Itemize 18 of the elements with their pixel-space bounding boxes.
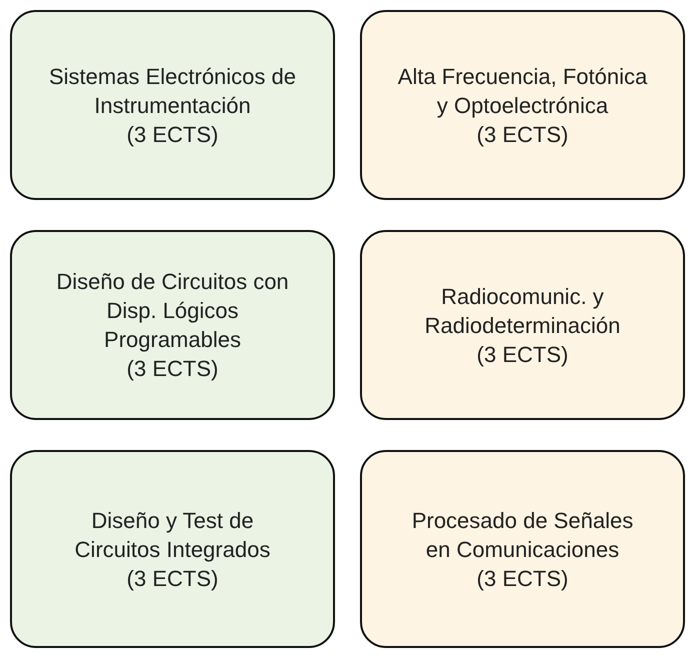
credits-label: (3 ECTS) xyxy=(126,120,218,148)
credits-label: (3 ECTS) xyxy=(126,355,218,383)
course-box xyxy=(10,450,335,648)
credits-label: (3 ECTS) xyxy=(476,120,568,148)
course-box xyxy=(360,450,685,648)
credits-label: (3 ECTS) xyxy=(476,564,568,592)
course-box xyxy=(360,230,685,420)
course-title: Diseño y Test de Circuitos Integrados xyxy=(74,506,272,564)
credits-label: (3 ECTS) xyxy=(126,564,218,592)
course-title: Radiocomunic. y Radiodeterminación xyxy=(424,282,622,340)
course-box xyxy=(10,10,335,200)
course-title: Sistemas Electrónicos de Instrumentación xyxy=(48,62,297,120)
credits-label: (3 ECTS) xyxy=(476,340,568,368)
course-title: Procesado de Señales en Comunicaciones xyxy=(410,506,634,564)
course-box xyxy=(10,230,335,420)
course-title: Diseño de Circuitos con Disp. Lógicos Programables xyxy=(55,268,290,354)
course-title: Alta Frecuencia, Fotónica y Optoelectrónica xyxy=(398,62,648,120)
course-box xyxy=(360,10,685,200)
